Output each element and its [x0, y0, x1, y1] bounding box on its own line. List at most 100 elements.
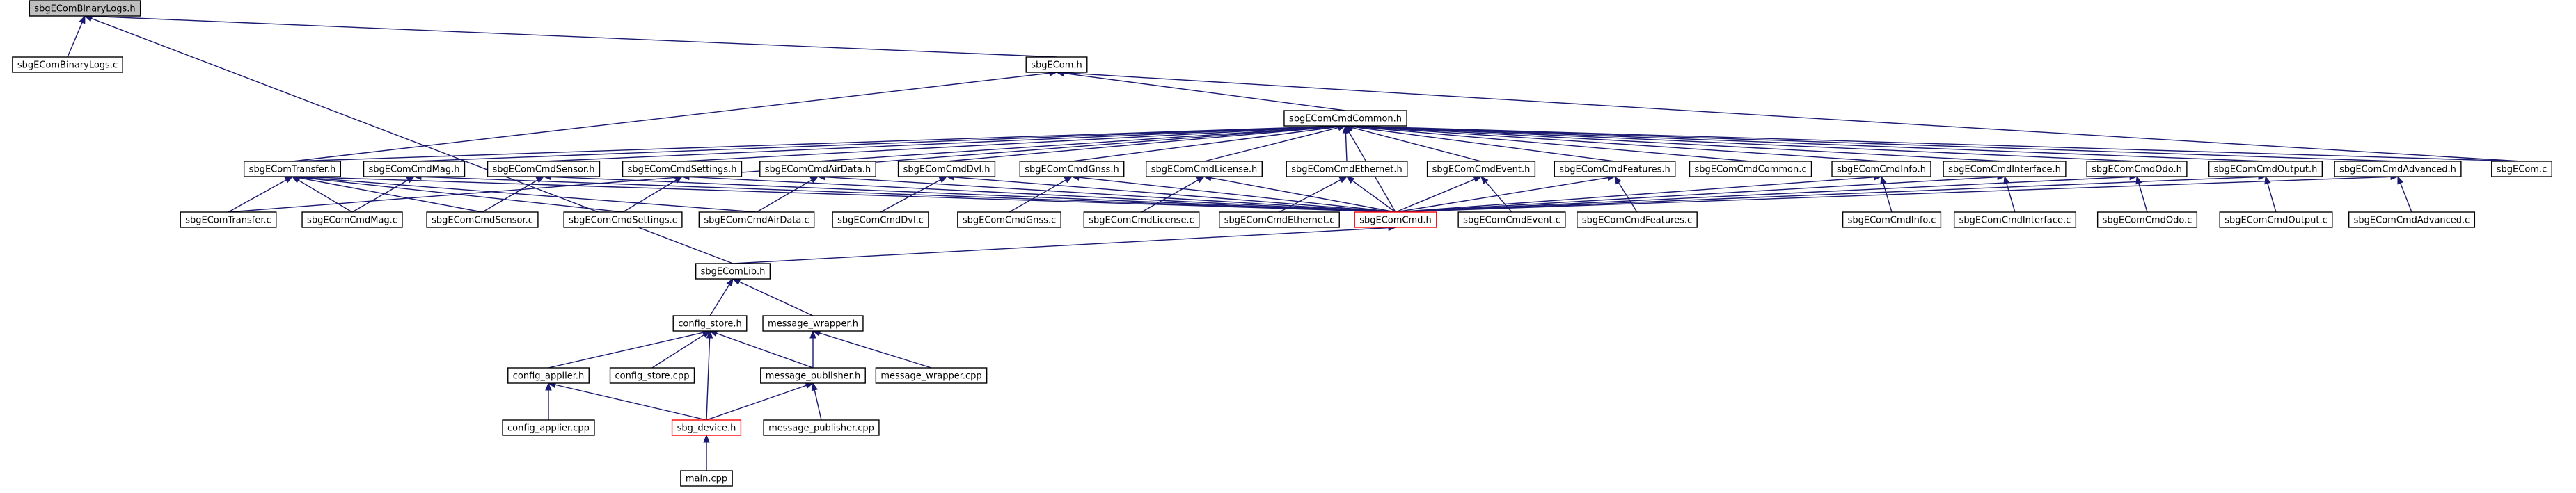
node-message-publisher-cpp[interactable]: message_publisher.cpp — [763, 419, 880, 436]
edge-sbgecomcmdgnss_c-to-sbgecomcmdgnss_h — [1009, 176, 1073, 213]
node-label: sbgEComCmdSettings.h — [628, 165, 737, 175]
edge-sbgecom_c-to-sbgecomcmdcommon_h — [1345, 125, 2522, 162]
node-sbgecomcmdsensor-c[interactable]: sbgEComCmdSensor.c — [426, 211, 539, 228]
node-sbgecomcmdoutput-h[interactable]: sbgEComCmdOutput.h — [2208, 161, 2323, 177]
edge-arrowhead — [1480, 175, 1489, 185]
node-sbgecomcmdadvanced-c[interactable]: sbgEComCmdAdvanced.c — [2348, 211, 2476, 228]
node-sbgecomcmdgnss-h[interactable]: sbgEComCmdGnss.h — [1019, 161, 1125, 177]
node-box — [1554, 161, 1676, 177]
node-sbgecomlib-h[interactable]: sbgEComLib.h — [695, 263, 771, 280]
node-box — [759, 161, 876, 177]
node-sbgecomcmdsettings-h[interactable]: sbgEComCmdSettings.h — [622, 161, 743, 177]
node-sbgecomcmdlicense-h[interactable]: sbgEComCmdLicense.h — [1146, 161, 1263, 177]
node-sbgecomcmdfeatures-c[interactable]: sbgEComCmdFeatures.c — [1577, 211, 1698, 228]
node-sbgecomcmd-h[interactable]: sbgEComCmd.h — [1354, 211, 1437, 228]
edge-arrowhead — [2135, 175, 2142, 185]
node-label: main.cpp — [686, 474, 727, 485]
node-config-applier-cpp[interactable]: config_applier.cpp — [502, 419, 595, 436]
edge-message_publisher_h-to-config_store_h — [709, 330, 814, 369]
node-message-wrapper-h[interactable]: message_wrapper.h — [762, 315, 864, 332]
node-sbgecomtransfer-h[interactable]: sbgEComTransfer.h — [243, 161, 342, 177]
node-sbgecomcmdinterface-c[interactable]: sbgEComCmdInterface.c — [1953, 211, 2077, 228]
node-label: sbgEComCmdInfo.h — [1837, 165, 1926, 175]
edge-sbgecomcmdmag_c-to-sbgecomtransfer_h — [292, 176, 353, 213]
edge-arrowhead — [406, 176, 416, 184]
node-sbgecomcmdsensor-h[interactable]: sbgEComCmdSensor.h — [487, 161, 601, 177]
node-config-store-cpp[interactable]: config_store.cpp — [609, 367, 695, 384]
node-box — [622, 161, 743, 177]
node-sbgecomcmddvl-h[interactable]: sbgEComCmdDvl.h — [897, 161, 996, 177]
node-sbgecomcmdgnss-c[interactable]: sbgEComCmdGnss.c — [957, 211, 1061, 228]
node-sbgecomtransfer-c[interactable]: sbgEComTransfer.c — [180, 211, 277, 228]
node-label: sbgEComTransfer.c — [185, 216, 271, 226]
edge-message_wrapper_cpp-to-message_wrapper_h — [812, 330, 932, 369]
node-config-store-h[interactable]: config_store.h — [672, 315, 748, 332]
node-sbgecomcmdodo-c[interactable]: sbgEComCmdOdo.c — [2096, 211, 2198, 228]
node-config-applier-h[interactable]: config_applier.h — [507, 367, 590, 384]
node-sbgecomcmdcommon-c[interactable]: sbgEComCmdCommon.c — [1689, 161, 1812, 177]
node-sbg-device-h[interactable]: sbg_device.h — [671, 419, 742, 436]
edge-sbgecomcmdairdata_c-to-sbgecomtransfer_h — [292, 176, 757, 213]
node-label: sbgEComLib.h — [701, 267, 766, 277]
edge-arrowhead — [938, 176, 948, 184]
edge-sbgecomtransfer_h-to-sbgecom_h — [292, 72, 1057, 162]
node-sbgecomcmdevent-c[interactable]: sbgEComCmdEvent.c — [1457, 211, 1566, 228]
node-label: sbgEComTransfer.h — [249, 165, 336, 175]
node-box — [1831, 161, 1931, 177]
node-sbgecomcmdadvanced-h[interactable]: sbgEComCmdAdvanced.h — [2334, 161, 2462, 177]
node-label: config_store.cpp — [615, 371, 690, 382]
edge-arrowhead — [706, 330, 713, 339]
edge-sbgecomcmdfeatures_h-to-sbgecomcmdcommon_h — [1345, 125, 1615, 162]
node-box — [1025, 56, 1088, 73]
node-box — [243, 161, 342, 177]
edge-sbgecomcmdcommon_c-to-sbgecomcmdcommon_h — [1345, 125, 1751, 162]
edge-sbgecomcmdinfo_h-to-sbgecomcmdcommon_h — [1345, 125, 1882, 162]
node-label: message_publisher.cpp — [768, 423, 874, 434]
node-box — [363, 161, 466, 177]
node-sbgecomcmdcommon-h[interactable]: sbgEComCmdCommon.h — [1283, 110, 1407, 127]
node-sbgecomcmdairdata-h[interactable]: sbgEComCmdAirData.h — [759, 161, 876, 177]
node-sbgecomcmddvl-c[interactable]: sbgEComCmdDvl.c — [832, 211, 929, 228]
node-sbgecomcmdmag-c[interactable]: sbgEComCmdMag.c — [301, 211, 403, 228]
node-sbgecomcmdsettings-c[interactable]: sbgEComCmdSettings.c — [563, 211, 683, 228]
node-sbgecomcmdmag-h[interactable]: sbgEComCmdMag.h — [363, 161, 466, 177]
node-sbgecomcmdodo-h[interactable]: sbgEComCmdOdo.h — [2086, 161, 2188, 177]
node-sbgecomcmdoutput-c[interactable]: sbgEComCmdOutput.c — [2219, 211, 2333, 228]
node-sbgecomcmdfeatures-h[interactable]: sbgEComCmdFeatures.h — [1554, 161, 1676, 177]
node-sbgecomcmdethernet-c[interactable]: sbgEComCmdEthernet.c — [1219, 211, 1340, 228]
edge-sbgecomcmdevent_h-to-sbgecomcmdcommon_h — [1345, 125, 1482, 162]
node-label: sbgEComCmdAirData.c — [704, 216, 809, 226]
node-label: message_wrapper.cpp — [880, 371, 981, 382]
node-sbgecomcmdevent-h[interactable]: sbgEComCmdEvent.h — [1426, 161, 1536, 177]
edge-sbgecomcmd_h-to-sbgecomcmdadvanced_h — [1395, 176, 2399, 213]
node-box — [680, 470, 733, 487]
node-sbgecomcmdinfo-c[interactable]: sbgEComCmdInfo.c — [1842, 211, 1942, 228]
edge-sbgecomcmdsensor_c-to-sbgecomtransfer_h — [292, 176, 483, 213]
node-sbgecomcmdinfo-h[interactable]: sbgEComCmdInfo.h — [1831, 161, 1931, 177]
node-sbgecomcmdethernet-h[interactable]: sbgEComCmdEthernet.h — [1286, 161, 1408, 177]
node-sbgecomcmdinterface-h[interactable]: sbgEComCmdInterface.h — [1943, 161, 2067, 177]
edge-arrowhead — [1064, 176, 1073, 184]
node-message-publisher-h[interactable]: message_publisher.h — [760, 367, 866, 384]
node-label: sbgEComBinaryLogs.h — [34, 4, 135, 15]
node-label: message_publisher.h — [766, 371, 860, 382]
node-label: sbgEComCmdDvl.h — [903, 165, 990, 175]
node-label: sbgEComCmdOutput.c — [2225, 216, 2328, 226]
node-main-cpp[interactable]: main.cpp — [680, 470, 733, 487]
node-label: sbgEComCmdLicense.h — [1151, 165, 1258, 175]
node-sbgecom-h[interactable]: sbgECom.h — [1025, 56, 1088, 73]
node-label: sbgEComCmdInterface.c — [1959, 216, 2071, 226]
node-box — [1943, 161, 2067, 177]
edge-arrowhead — [726, 277, 734, 287]
node-sbgecomcmdlicense-c[interactable]: sbgEComCmdLicense.c — [1083, 211, 1200, 228]
edge-sbg_device_h-to-config_applier_h — [548, 382, 707, 421]
node-label: sbgEComCmdEthernet.c — [1224, 216, 1334, 226]
node-sbgecombinarylogs-h[interactable]: sbgEComBinaryLogs.h — [29, 0, 141, 17]
edge-sbgecomcmd_h-to-sbgecomcmdinfo_h — [1395, 176, 1882, 213]
node-sbgecom-c[interactable]: sbgECom.c — [2491, 161, 2552, 177]
edge-config_store_cpp-to-config_store_h — [651, 330, 711, 369]
edge-sbgecomcmd_h-to-sbgecomcmdfeatures_h — [1395, 176, 1615, 213]
node-sbgecomcmdairdata-c[interactable]: sbgEComCmdAirData.c — [698, 211, 815, 228]
node-sbgecombinarylogs-c[interactable]: sbgEComBinaryLogs.c — [12, 56, 123, 73]
node-message-wrapper-cpp[interactable]: message_wrapper.cpp — [875, 367, 988, 384]
